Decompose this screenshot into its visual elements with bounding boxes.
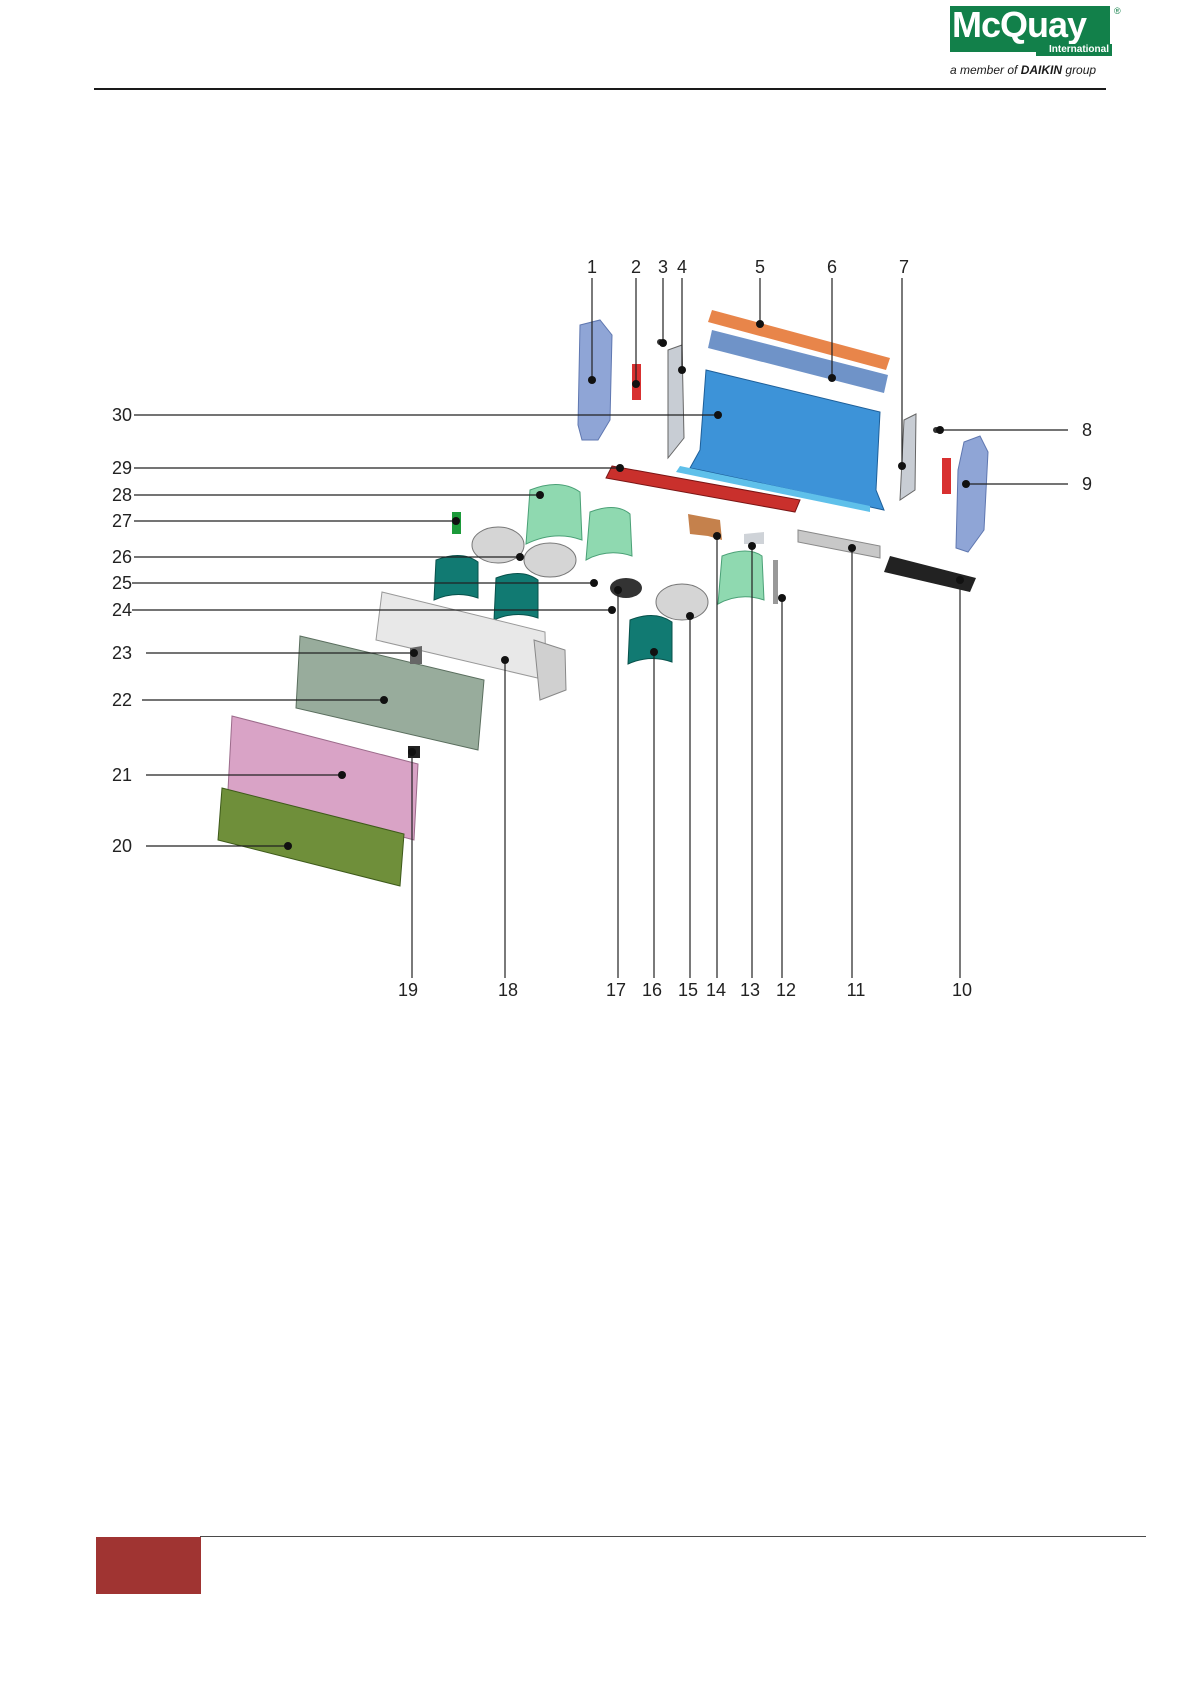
dot-13 — [748, 542, 756, 550]
part-fan-housing-lower-1 — [434, 555, 478, 600]
dot-11 — [848, 544, 856, 552]
part-fan-wheel-3 — [656, 584, 708, 620]
callout-6: 6 — [827, 257, 837, 277]
dot-7 — [898, 462, 906, 470]
dot-15 — [686, 612, 694, 620]
callout-20: 20 — [112, 836, 132, 856]
dot-1 — [588, 376, 596, 384]
callout-16: 16 — [642, 980, 662, 1000]
callout-11: 11 — [847, 980, 866, 1000]
callout-9: 9 — [1082, 474, 1092, 494]
callout-1: 1 — [587, 257, 597, 277]
dot-14 — [713, 532, 721, 540]
dot-25 — [590, 579, 598, 587]
dot-24 — [608, 606, 616, 614]
callout-2: 2 — [631, 257, 641, 277]
dot-26 — [516, 553, 524, 561]
part-black-grille — [884, 556, 976, 592]
callout-24: 24 — [112, 600, 132, 620]
dot-21 — [338, 771, 346, 779]
callout-14: 14 — [706, 980, 726, 1000]
dot-30 — [714, 411, 722, 419]
dot-2 — [632, 380, 640, 388]
callout-17: 17 — [606, 980, 626, 1000]
callout-8: 8 — [1082, 420, 1092, 440]
part-fan-housing-lower-2 — [494, 573, 538, 620]
part-fan-housing-upper-1 — [526, 484, 582, 544]
callout-19: 19 — [398, 980, 418, 1000]
callout-13: 13 — [740, 980, 760, 1000]
callout-27: 27 — [112, 511, 132, 531]
part-side-cover-right — [956, 436, 988, 552]
dot-5 — [756, 320, 764, 328]
callout-26: 26 — [112, 547, 132, 567]
dot-3 — [659, 339, 667, 347]
callout-22: 22 — [112, 690, 132, 710]
part-clip-13 — [744, 532, 764, 544]
dot-27 — [452, 517, 460, 525]
callout-28: 28 — [112, 485, 132, 505]
part-fan-housing-upper-2 — [586, 507, 632, 560]
dot-17 — [614, 586, 622, 594]
footer-page-box — [96, 1537, 201, 1594]
dot-9 — [962, 480, 970, 488]
part-rod-12 — [773, 560, 778, 604]
dot-20 — [284, 842, 292, 850]
callout-7: 7 — [899, 257, 909, 277]
dot-28 — [536, 491, 544, 499]
callout-25: 25 — [112, 573, 132, 593]
dot-12 — [778, 594, 786, 602]
callout-3: 3 — [658, 257, 668, 277]
dot-23 — [410, 649, 418, 657]
dot-19 — [408, 748, 416, 756]
callout-23: 23 — [112, 643, 132, 663]
dot-18 — [501, 656, 509, 664]
parts — [218, 310, 988, 886]
dot-16 — [650, 648, 658, 656]
part-red-bracket-right — [942, 458, 951, 494]
dot-10 — [956, 576, 964, 584]
callout-29: 29 — [112, 458, 132, 478]
part-fan-housing-upper-3 — [718, 551, 764, 604]
callout-5: 5 — [755, 257, 765, 277]
callout-4: 4 — [677, 257, 687, 277]
callout-21: 21 — [112, 765, 132, 785]
part-evaporator-pipes — [534, 640, 566, 700]
dot-29 — [616, 464, 624, 472]
part-fan-wheel-2 — [524, 543, 576, 577]
dot-6 — [828, 374, 836, 382]
callout-18: 18 — [498, 980, 518, 1000]
callout-12: 12 — [776, 980, 796, 1000]
part-control-box — [798, 530, 880, 558]
dot-4 — [678, 366, 686, 374]
part-fan-housing-lower-3 — [628, 615, 672, 664]
callout-15: 15 — [678, 980, 698, 1000]
dot-8 — [936, 426, 944, 434]
callout-30: 30 — [112, 405, 132, 425]
dot-22 — [380, 696, 388, 704]
callout-10: 10 — [952, 980, 972, 1000]
footer-rule — [200, 1536, 1146, 1537]
